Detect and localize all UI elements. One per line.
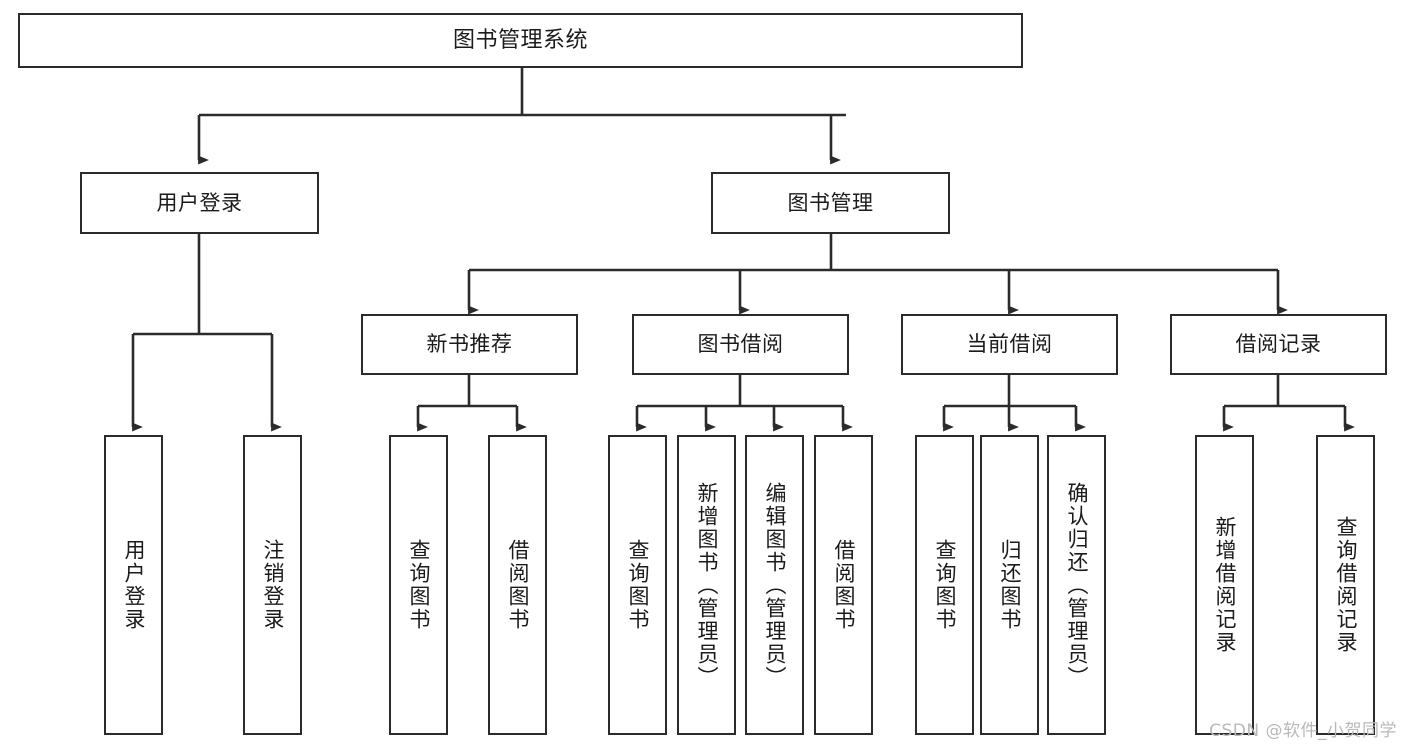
node-leaf-add-book[interactable]: 新增图书（管理员）	[677, 435, 736, 735]
node-leaf-query-book-2-label: 查询图书	[626, 539, 650, 631]
node-root[interactable]: 图书管理系统	[18, 13, 1023, 68]
node-root-label: 图书管理系统	[452, 27, 588, 53]
csdn-watermark: CSDN @软件_小贺同学	[1209, 721, 1397, 741]
node-leaf-query-record-label: 查询借阅记录	[1334, 516, 1358, 654]
node-leaf-borrow-book-1[interactable]: 借阅图书	[488, 435, 547, 735]
node-new-book-rec-label: 新书推荐	[426, 332, 513, 357]
node-leaf-edit-book-label: 编辑图书（管理员）	[763, 481, 787, 689]
node-book-borrow-label: 图书借阅	[697, 332, 784, 357]
node-leaf-query-book-1[interactable]: 查询图书	[389, 435, 448, 735]
node-current-borrow-label: 当前借阅	[966, 332, 1053, 357]
node-leaf-confirm-return-label: 确认归还（管理员）	[1065, 481, 1089, 689]
node-leaf-query-book-3-label: 查询图书	[933, 539, 957, 631]
node-user-login-label: 用户登录	[156, 190, 243, 215]
node-leaf-logout[interactable]: 注销登录	[243, 435, 302, 735]
node-borrow-record[interactable]: 借阅记录	[1170, 314, 1387, 375]
node-leaf-borrow-book-2[interactable]: 借阅图书	[814, 435, 873, 735]
node-book-manage-label: 图书管理	[787, 190, 874, 215]
node-new-book-rec[interactable]: 新书推荐	[361, 314, 578, 375]
node-leaf-add-record[interactable]: 新增借阅记录	[1195, 435, 1254, 735]
node-leaf-user-login[interactable]: 用户登录	[104, 435, 163, 735]
node-leaf-return-book-label: 归还图书	[998, 539, 1022, 631]
node-leaf-query-record[interactable]: 查询借阅记录	[1316, 435, 1375, 735]
node-book-borrow[interactable]: 图书借阅	[632, 314, 849, 375]
node-user-login[interactable]: 用户登录	[80, 172, 319, 234]
node-leaf-user-login-label: 用户登录	[122, 539, 146, 631]
node-leaf-add-book-label: 新增图书（管理员）	[695, 481, 719, 689]
node-leaf-query-book-3[interactable]: 查询图书	[915, 435, 974, 735]
node-leaf-borrow-book-2-label: 借阅图书	[832, 539, 856, 631]
node-leaf-logout-label: 注销登录	[261, 539, 285, 631]
node-current-borrow[interactable]: 当前借阅	[901, 314, 1118, 375]
node-leaf-add-record-label: 新增借阅记录	[1213, 516, 1237, 654]
node-leaf-query-book-1-label: 查询图书	[407, 539, 431, 631]
node-leaf-borrow-book-1-label: 借阅图书	[506, 539, 530, 631]
node-borrow-record-label: 借阅记录	[1235, 332, 1322, 357]
node-leaf-return-book[interactable]: 归还图书	[980, 435, 1039, 735]
node-leaf-query-book-2[interactable]: 查询图书	[608, 435, 667, 735]
node-leaf-edit-book[interactable]: 编辑图书（管理员）	[745, 435, 804, 735]
node-book-manage[interactable]: 图书管理	[711, 172, 950, 234]
node-leaf-confirm-return[interactable]: 确认归还（管理员）	[1047, 435, 1106, 735]
